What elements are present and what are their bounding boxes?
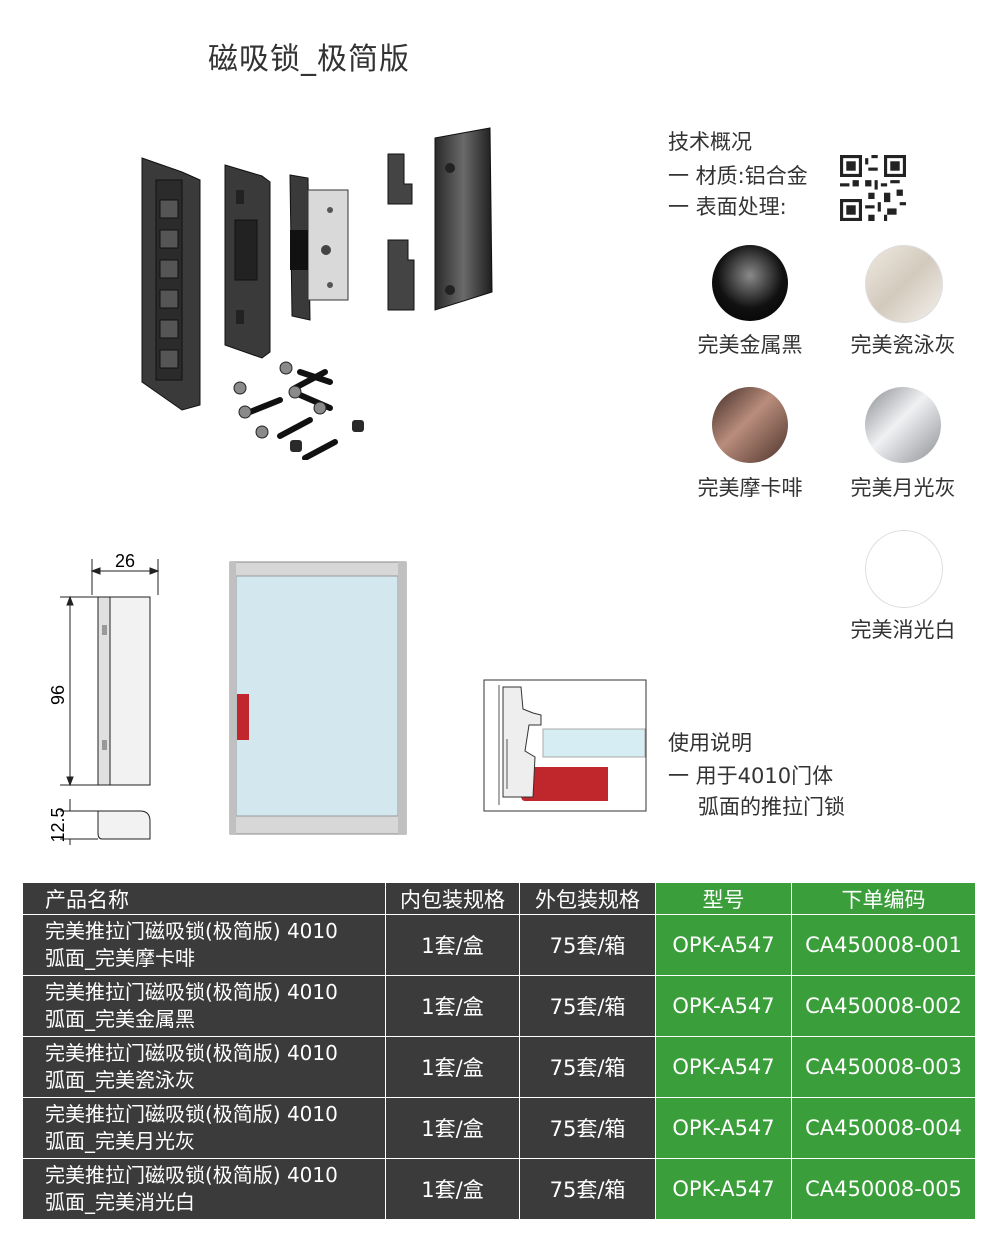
- tech-material: 一 材质:铝合金: [668, 164, 808, 188]
- cell-model: OPK-A547: [655, 975, 792, 1037]
- cell-outer-pack: 75套/箱: [519, 1158, 656, 1220]
- cell-product-name: 完美推拉门磁吸锁(极简版) 4010 弧面_完美摩卡啡: [22, 914, 386, 976]
- lock-body: [289, 174, 349, 321]
- usage-line-1: 一 用于4010门体: [668, 764, 834, 788]
- header-order-code: 下单编码: [791, 882, 976, 915]
- name-line-2: 弧面_完美瓷泳灰: [45, 1068, 195, 1092]
- cell-inner-pack: 1套/盒: [385, 1158, 520, 1220]
- cell-product-name: 完美推拉门磁吸锁(极简版) 4010 弧面_完美金属黑: [22, 975, 386, 1037]
- section-diagram: [483, 679, 647, 812]
- cell-outer-pack: 75套/箱: [519, 975, 656, 1037]
- table-header-row: 产品名称 内包装规格 外包装规格 型号 下单编码: [22, 882, 976, 915]
- cell-inner-pack: 1套/盒: [385, 1097, 520, 1159]
- tech-heading: 技术概况: [668, 130, 752, 154]
- dimension-drawing: 26 96 12.5: [48, 551, 160, 845]
- swatch-label: 完美金属黑: [697, 333, 803, 357]
- swatch-moonlight-grey: [865, 387, 941, 463]
- header-outer-pack: 外包装规格: [519, 882, 656, 915]
- cell-inner-pack: 1套/盒: [385, 914, 520, 976]
- cell-inner-pack: 1套/盒: [385, 975, 520, 1037]
- cell-outer-pack: 75套/箱: [519, 1097, 656, 1159]
- cell-product-name: 完美推拉门磁吸锁(极简版) 4010 弧面_完美消光白: [22, 1158, 386, 1220]
- name-line-2: 弧面_完美月光灰: [45, 1129, 195, 1153]
- magnet-clips: [387, 153, 415, 311]
- set-screws: [290, 420, 364, 452]
- cell-order-code: CA450008-001: [791, 914, 976, 976]
- screws: [247, 369, 338, 460]
- cell-outer-pack: 75套/箱: [519, 914, 656, 976]
- name-line-1: 完美推拉门磁吸锁(极简版) 4010: [45, 1163, 338, 1187]
- name-line-1: 完美推拉门磁吸锁(极简版) 4010: [45, 919, 338, 943]
- cell-order-code: CA450008-002: [791, 975, 976, 1037]
- name-line-2: 弧面_完美消光白: [45, 1190, 195, 1214]
- swatch-mocha: [712, 387, 788, 463]
- name-line-2: 弧面_完美金属黑: [45, 1007, 195, 1031]
- cell-order-code: CA450008-005: [791, 1158, 976, 1220]
- swatch-matte-white: [865, 530, 943, 608]
- screw-heads: [233, 361, 327, 439]
- name-line-2: 弧面_完美摩卡啡: [45, 946, 195, 970]
- swatch-label: 完美消光白: [850, 618, 956, 642]
- cell-model: OPK-A547: [655, 1097, 792, 1159]
- strike-plate: [224, 164, 271, 359]
- usage-heading: 使用说明: [668, 731, 752, 755]
- swatch-porcelain-grey: [865, 245, 943, 323]
- header-model: 型号: [655, 882, 792, 915]
- swatch-metal-black: [712, 245, 788, 321]
- tech-surface: 一 表面处理:: [668, 195, 787, 219]
- cell-inner-pack: 1套/盒: [385, 1036, 520, 1098]
- cell-order-code: CA450008-003: [791, 1036, 976, 1098]
- swatch-label: 完美月光灰: [850, 476, 956, 500]
- usage-line-2: 弧面的推拉门锁: [698, 795, 845, 819]
- page-title: 磁吸锁_极简版: [208, 42, 410, 77]
- name-line-1: 完美推拉门磁吸锁(极简版) 4010: [45, 980, 338, 1004]
- swatch-label: 完美摩卡啡: [697, 476, 803, 500]
- cell-order-code: CA450008-004: [791, 1097, 976, 1159]
- header-product-name: 产品名称: [22, 882, 386, 915]
- cell-model: OPK-A547: [655, 1158, 792, 1220]
- product-table: 产品名称 内包装规格 外包装规格 型号 下单编码 完美推拉门磁吸锁(极简版) 4…: [22, 882, 976, 1220]
- cell-model: OPK-A547: [655, 1036, 792, 1098]
- lock-position-marker: [237, 694, 249, 740]
- name-line-1: 完美推拉门磁吸锁(极简版) 4010: [45, 1041, 338, 1065]
- product-exploded-view: [141, 127, 493, 460]
- dim-height-label: 96: [48, 685, 68, 705]
- cell-outer-pack: 75套/箱: [519, 1036, 656, 1098]
- header-inner-pack: 内包装规格: [385, 882, 520, 915]
- swatch-label: 完美瓷泳灰: [850, 333, 956, 357]
- end-cap: [434, 127, 493, 311]
- cell-product-name: 完美推拉门磁吸锁(极简版) 4010 弧面_完美月光灰: [22, 1097, 386, 1159]
- name-line-1: 完美推拉门磁吸锁(极简版) 4010: [45, 1102, 338, 1126]
- dim-width-label: 26: [115, 551, 135, 571]
- cell-model: OPK-A547: [655, 914, 792, 976]
- dim-depth-label: 12.5: [48, 807, 68, 842]
- long-handle-plate: [141, 157, 201, 411]
- qr-code: [840, 155, 906, 221]
- cell-product-name: 完美推拉门磁吸锁(极简版) 4010 弧面_完美瓷泳灰: [22, 1036, 386, 1098]
- door-diagram: [229, 561, 407, 835]
